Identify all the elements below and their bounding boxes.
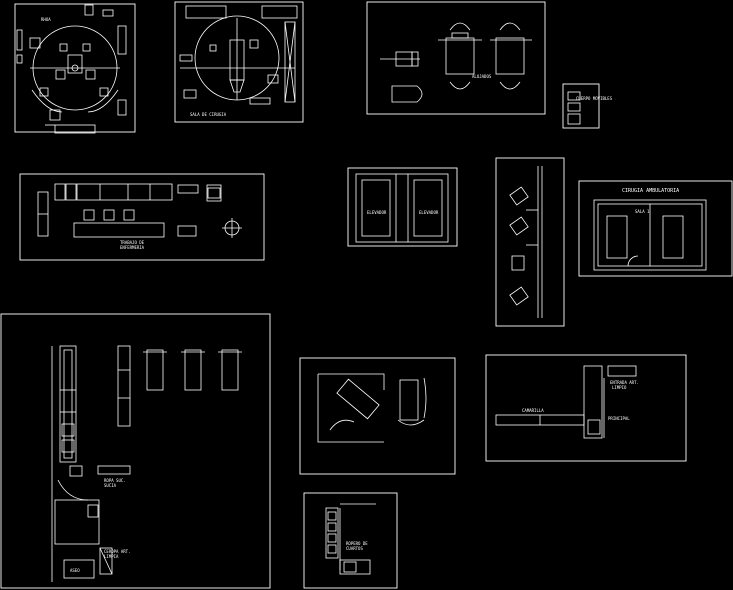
panel-ropero: ROPERO DE CUARTOS <box>303 492 398 589</box>
panel-camilla <box>299 357 456 475</box>
panel-cuerpo-movibles: CUERPO MOVIBLES <box>562 83 613 129</box>
panel-frame <box>562 83 600 129</box>
label-ropero-1: ROPERO DE <box>346 541 368 546</box>
panel-central-equipos: ROPA SUC. SUCIA CEROPA ART. LIMPIA ASEO <box>0 313 271 589</box>
panel-frame <box>303 492 398 589</box>
panel-elevadores: ELEVADOR ELEVADOR <box>347 167 458 247</box>
panel-camarilla: CAMARILLA ENTRADA ART. LIMPIO PRINCIPAL <box>485 354 687 462</box>
panel-sala-cirugia: SALA DE CIRUGIA <box>174 1 304 123</box>
label-camarilla: CAMARILLA <box>522 408 544 413</box>
label-entrada-1: ENTRADA ART. <box>610 380 639 385</box>
label-cuerpo-movibles: CUERPO MOVIBLES <box>576 96 613 101</box>
label-elevador-2: ELEVADOR <box>419 210 439 215</box>
label-cirugia-ambulatoria: CIRUGIA AMBULATORIA <box>622 188 679 194</box>
label-ropa-sucia-2: SUCIA <box>104 483 117 488</box>
label-alojados: ALOJADOS <box>472 74 492 79</box>
label-ropero-2: CUARTOS <box>346 546 363 551</box>
panel-sillas <box>495 157 565 327</box>
panel-alojados: ALOJADOS <box>366 1 546 115</box>
panel-frame <box>485 354 687 462</box>
label-rhoa: RHOA <box>41 17 51 22</box>
panel-frame <box>366 1 546 115</box>
label-elevador-1: ELEVADOR <box>367 210 387 215</box>
label-entrada-2: LIMPIO <box>612 385 627 390</box>
panel-round-room: RHOA <box>14 3 136 134</box>
label-ceropa-2: LIMPIA <box>104 554 119 559</box>
panel-frame <box>0 313 271 589</box>
panel-frame <box>174 1 304 123</box>
panel-frame <box>578 180 733 277</box>
label-aseo: ASEO <box>70 568 80 573</box>
label-trabajo-1: TRABAJO DE <box>120 240 145 245</box>
label-sala-cirugia: SALA DE CIRUGIA <box>190 112 227 117</box>
panel-frame <box>347 167 458 247</box>
label-trabajo-2: ENFERMERIA <box>120 245 145 250</box>
panel-cirugia-ambulatoria: CIRUGIA AMBULATORIA SALA 1 <box>578 180 733 277</box>
panel-trabajo-enfermeria: TRABAJO DE ENFERMERIA <box>19 173 265 261</box>
panel-frame <box>19 173 265 261</box>
label-sala-1: SALA 1 <box>635 209 650 214</box>
panel-frame <box>14 3 136 133</box>
label-principal: PRINCIPAL <box>608 416 630 421</box>
panel-frame <box>495 157 565 327</box>
label-ropa-sucia-1: ROPA SUC. <box>104 478 126 483</box>
label-ceropa-1: CEROPA ART. <box>104 549 131 554</box>
panel-frame <box>299 357 456 475</box>
